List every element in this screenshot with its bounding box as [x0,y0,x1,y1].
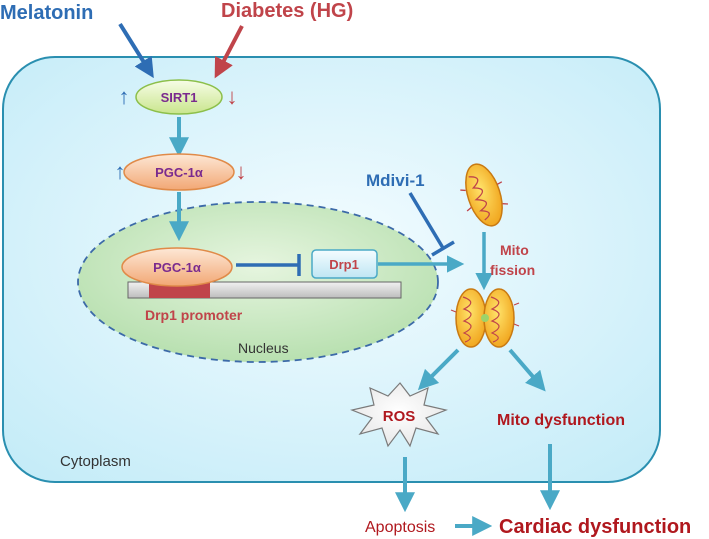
pgc-down-arrow-icon: ↓ [236,159,247,184]
pgc1a-cyto-label: PGC-1α [155,165,203,180]
cytoplasm-label: Cytoplasm [60,453,131,470]
sirt1-node [135,79,223,115]
nucleus-label: Nucleus [238,340,289,356]
mdivi-label: Mdivi-1 [366,171,425,190]
sirt1-down-arrow-icon: ↓ [227,84,238,109]
apoptosis-label: Apoptosis [365,519,435,536]
ros-label: ROS [383,408,416,425]
sirt1-label: SIRT1 [161,90,198,105]
melatonin-arrow [118,22,154,79]
mito-fission-label-line1: Mito [500,242,529,258]
fissioning-mitochondria-icon [450,288,520,348]
pgc-up-arrow-icon: ↑ [115,159,126,184]
mito-fission-label-line2: fission [490,262,535,278]
melatonin-label: Melatonin [0,2,93,24]
pgc1a-nucleus-label: PGC-1α [153,260,201,275]
drp1-label: Drp1 [329,257,359,272]
ros-burst [349,382,449,448]
mitochondrion-icon [460,163,509,227]
drp1-promoter-label: Drp1 promoter [145,307,243,323]
diabetes-arrow [214,25,244,79]
mdivi-inhibition-bar [431,240,455,257]
diabetes-label: Diabetes (HG) [221,0,353,22]
pgc1a-nucleus-node [121,247,233,287]
mdivi-inhibition [408,192,445,249]
cardiac-dysfunction-label: Cardiac dysfunction [499,516,691,538]
pgc1a-cyto-node [123,153,235,191]
mito-dysfunction-label: Mito dysfunction [497,412,625,429]
fission-to-dysfunction-arrow [508,348,546,392]
sirt1-up-arrow-icon: ↑ [119,84,130,109]
fission-to-ros-arrow [417,348,460,391]
drp1-node [311,249,378,279]
